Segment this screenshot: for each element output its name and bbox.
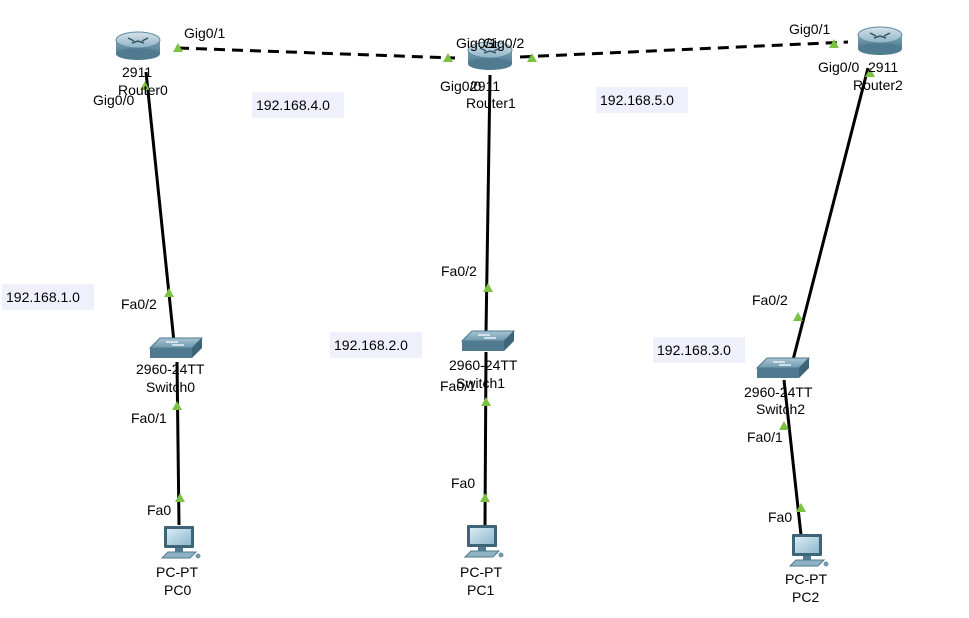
device-model-label: 2911 — [122, 64, 152, 80]
network-label-192-168-4-0: 192.168.4.0 — [252, 92, 344, 118]
port-label: Fa0 — [147, 502, 171, 518]
link-router1-router2[interactable] — [519, 40, 849, 59]
link-up-icon — [173, 43, 183, 52]
port-label: Fa0/2 — [121, 296, 157, 312]
port-label: Gig0/1 — [789, 21, 830, 37]
link-router2-switch2[interactable] — [791, 67, 870, 361]
link-up-icon — [793, 312, 803, 321]
device-model-label: 2911 — [470, 78, 500, 94]
network-label-192-168-3-0: 192.168.3.0 — [653, 337, 745, 363]
svg-text:192.168.5.0: 192.168.5.0 — [600, 92, 674, 108]
port-label: Fa0/2 — [752, 292, 788, 308]
router2[interactable]: 2911 Router2 — [853, 26, 903, 93]
svg-text:192.168.1.0: 192.168.1.0 — [6, 289, 80, 305]
network-label-192-168-5-0: 192.168.5.0 — [596, 87, 688, 113]
link-up-icon — [779, 421, 789, 430]
port-label: Gig0/0 — [818, 59, 859, 75]
port-label: Fa0/2 — [441, 263, 477, 279]
link-up-icon — [140, 81, 150, 90]
link-router0-router1[interactable] — [177, 46, 456, 60]
link-up-icon — [865, 68, 875, 77]
port-label: Fa0 — [768, 509, 792, 525]
switch2[interactable]: 2960-24TT Switch2 — [744, 357, 813, 417]
device-name-label: Switch1 — [456, 375, 505, 391]
link-up-icon — [443, 53, 453, 62]
device-name-label: Router1 — [466, 95, 516, 111]
port-label: Fa0 — [451, 475, 475, 491]
port-label: Gig0/0 — [440, 78, 481, 94]
port-label: Fa0/1 — [131, 410, 167, 426]
router0[interactable]: 2911 Router0 — [115, 31, 168, 98]
link-up-icon — [796, 503, 806, 512]
device-name-label: Switch2 — [756, 401, 805, 417]
device-name-label: PC2 — [792, 589, 819, 605]
switch-icon — [460, 330, 516, 351]
device-model-label: PC-PT — [156, 564, 198, 580]
svg-text:192.168.4.0: 192.168.4.0 — [256, 97, 330, 113]
device-name-label: PC1 — [467, 582, 494, 598]
network-label-192-168-1-0: 192.168.1.0 — [2, 284, 94, 310]
switch-icon — [148, 337, 204, 358]
port-label: Gig0/2 — [483, 35, 524, 51]
router-icon — [115, 31, 161, 60]
device-model-label: 2911 — [868, 59, 898, 75]
link-up-icon — [481, 397, 491, 406]
device-name-label: PC0 — [164, 582, 191, 598]
pc1[interactable]: PC-PT PC1 — [460, 525, 504, 598]
link-up-icon — [527, 53, 537, 62]
link-up-icon — [164, 288, 174, 297]
link-up-icon — [175, 493, 185, 502]
svg-text:192.168.3.0: 192.168.3.0 — [657, 342, 731, 358]
port-label: Fa0/1 — [440, 378, 476, 394]
router1[interactable]: 2911 Router1 — [466, 41, 516, 111]
switch1[interactable]: 2960-24TT Switch1 — [449, 330, 518, 391]
link-up-icon — [172, 401, 182, 410]
port-label: Gig0/1 — [456, 35, 497, 51]
link-up-icon — [483, 283, 493, 292]
pc-icon — [788, 534, 829, 567]
port-label: Gig0/0 — [93, 92, 134, 108]
pc0[interactable]: PC-PT PC0 — [156, 526, 201, 598]
router-icon — [857, 26, 903, 55]
pc2[interactable]: PC-PT PC2 — [785, 534, 829, 605]
device-name-label: Router2 — [853, 77, 903, 93]
device-name-label: Router0 — [118, 82, 168, 98]
device-model-label: 2960-24TT — [449, 357, 518, 373]
device-name-label: Switch0 — [146, 379, 195, 395]
switch0[interactable]: 2960-24TT Switch0 — [136, 337, 205, 395]
port-label: Gig0/1 — [184, 25, 225, 41]
router-icon — [467, 41, 513, 70]
link-status-indicators — [140, 39, 875, 512]
device-model-label: PC-PT — [460, 564, 502, 580]
pc-icon — [160, 526, 201, 559]
svg-text:192.168.2.0: 192.168.2.0 — [334, 337, 408, 353]
link-router1-switch1[interactable] — [484, 74, 492, 334]
switch-icon — [755, 357, 811, 378]
link-up-icon — [480, 493, 490, 502]
network-label-192-168-2-0: 192.168.2.0 — [330, 332, 422, 358]
device-model-label: 2960-24TT — [744, 384, 813, 400]
port-label: Fa0/1 — [747, 429, 783, 445]
device-model-label: PC-PT — [785, 571, 827, 587]
link-up-icon — [829, 39, 839, 48]
device-model-label: 2960-24TT — [136, 361, 205, 377]
pc-icon — [463, 525, 504, 558]
